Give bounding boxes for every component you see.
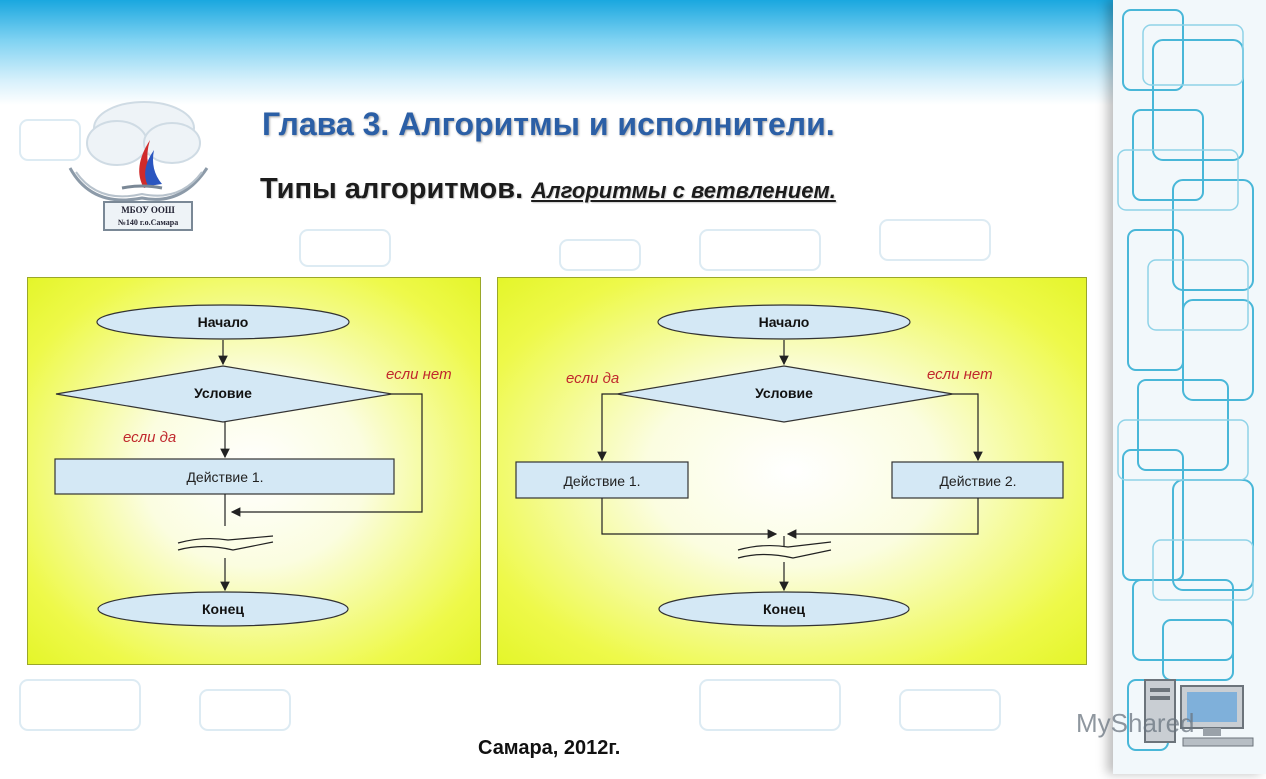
footer-text: Самара, 2012г. <box>478 737 621 759</box>
condition-label: Условие <box>194 385 252 401</box>
no-label: если нет <box>927 366 993 383</box>
circuit-pattern <box>1117 9 1254 751</box>
page-subtitle: Типы алгоритмов. Алгоритмы с ветвлением. <box>260 173 836 206</box>
page-title: Глава 3. Алгоритмы и исполнители. <box>262 106 835 142</box>
end-terminal <box>97 591 349 627</box>
flowchart-b-svg: Начало Условие Действие 1. Действие 2. К… <box>515 304 1064 627</box>
yes-label: если да <box>566 370 619 387</box>
condition-label: Условие <box>755 385 813 401</box>
start-terminal <box>657 304 911 340</box>
decorative-side-panel <box>1113 0 1266 774</box>
action1-label: Действие 1. <box>563 473 640 489</box>
start-terminal <box>96 304 350 340</box>
action1-label: Действие 1. <box>186 469 263 485</box>
subtitle-main: Типы алгоритмов. <box>260 173 524 205</box>
yes-label: если да <box>123 429 176 446</box>
start-label: Начало <box>759 314 810 330</box>
flowchart-a-svg: Начало Условие Действие 1. Конец если да… <box>54 304 452 627</box>
subtitle-emphasis: Алгоритмы с ветвлением. <box>531 178 836 203</box>
flowchart-incomplete-branch: Начало Условие Действие 1. Конец если да… <box>27 277 481 665</box>
start-label: Начало <box>198 314 249 330</box>
action2-box <box>891 461 1064 499</box>
watermark-text: MyShared <box>1076 708 1195 738</box>
no-label: если нет <box>386 366 452 383</box>
logo-text-line2: №140 г.о.Самара <box>118 218 178 227</box>
action1-box <box>515 461 689 499</box>
flowchart-complete-branch: Начало Условие Действие 1. Действие 2. К… <box>497 277 1087 665</box>
action2-label: Действие 2. <box>939 473 1016 489</box>
logo-text-line1: МБОУ ООШ <box>121 205 175 215</box>
school-logo: МБОУ ООШ №140 г.о.Самара <box>68 101 209 231</box>
end-terminal <box>658 591 910 627</box>
end-label: Конец <box>763 601 805 617</box>
computer-icon <box>1144 679 1254 747</box>
end-label: Конец <box>202 601 244 617</box>
